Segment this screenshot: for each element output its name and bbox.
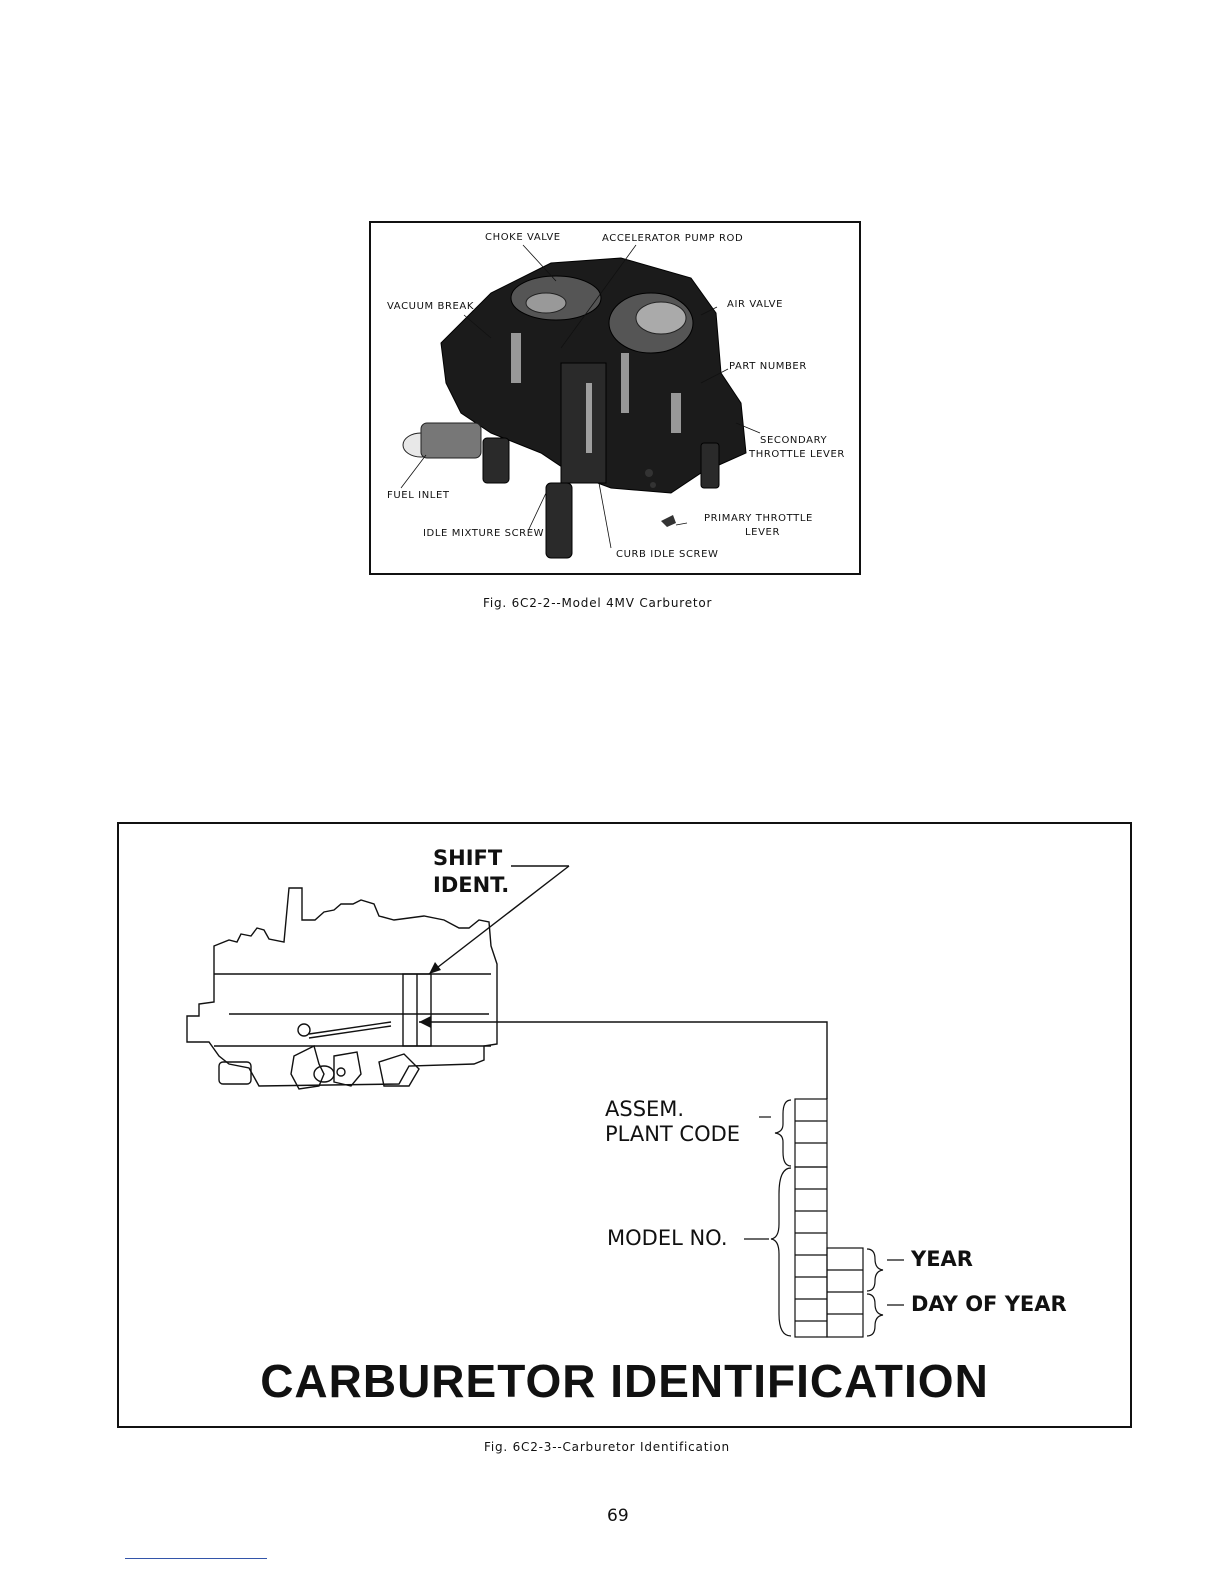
label-assem-plant-code-line1: ASSEM. [605,1097,685,1121]
label-primary-throttle-lever-line1: PRIMARY THROTTLE [704,513,813,524]
label-secondary-throttle-lever-line2: THROTTLE LEVER [749,449,845,460]
label-secondary-throttle-lever-line1: SECONDARY [760,435,828,446]
label-vacuum-break: VACUUM BREAK [387,301,475,312]
label-shift-ident-line1: SHIFT [433,846,503,870]
label-part-number: PART NUMBER [729,361,807,372]
page-number: 69 [607,1506,629,1526]
label-day-of-year: DAY OF YEAR [911,1292,1067,1316]
label-idle-mixture-screw: IDLE MIXTURE SCREW [423,528,545,539]
label-assem-plant-code-line2: PLANT CODE [605,1122,741,1146]
label-curb-idle-screw: CURB IDLE SCREW [616,549,719,560]
label-air-valve: AIR VALVE [727,299,783,310]
diagram-title: CARBURETOR IDENTIFICATION [260,1355,989,1407]
identification-diagram [186,865,904,1338]
carburetor-photo [400,244,761,559]
figure-4mv-carburetor: CHOKE VALVE ACCELERATOR PUMP ROD VACUUM … [369,221,861,575]
figure-carburetor-identification: SHIFT IDENT. ASSEM. PLANT CODE MODEL NO.… [117,822,1132,1428]
label-year: YEAR [911,1247,973,1271]
label-accelerator-pump-rod: ACCELERATOR PUMP ROD [602,233,744,244]
label-primary-throttle-lever-line2: LEVER [745,527,780,538]
label-fuel-inlet: FUEL INLET [387,490,450,501]
figure2-caption: Fig. 6C2-3--Carburetor Identification [484,1440,730,1454]
label-shift-ident-line2: IDENT. [433,873,510,897]
footer-rule [125,1558,267,1559]
figure1-caption: Fig. 6C2-2--Model 4MV Carburetor [483,596,713,610]
label-model-no: MODEL NO. [607,1226,728,1250]
label-choke-valve: CHOKE VALVE [485,232,561,243]
